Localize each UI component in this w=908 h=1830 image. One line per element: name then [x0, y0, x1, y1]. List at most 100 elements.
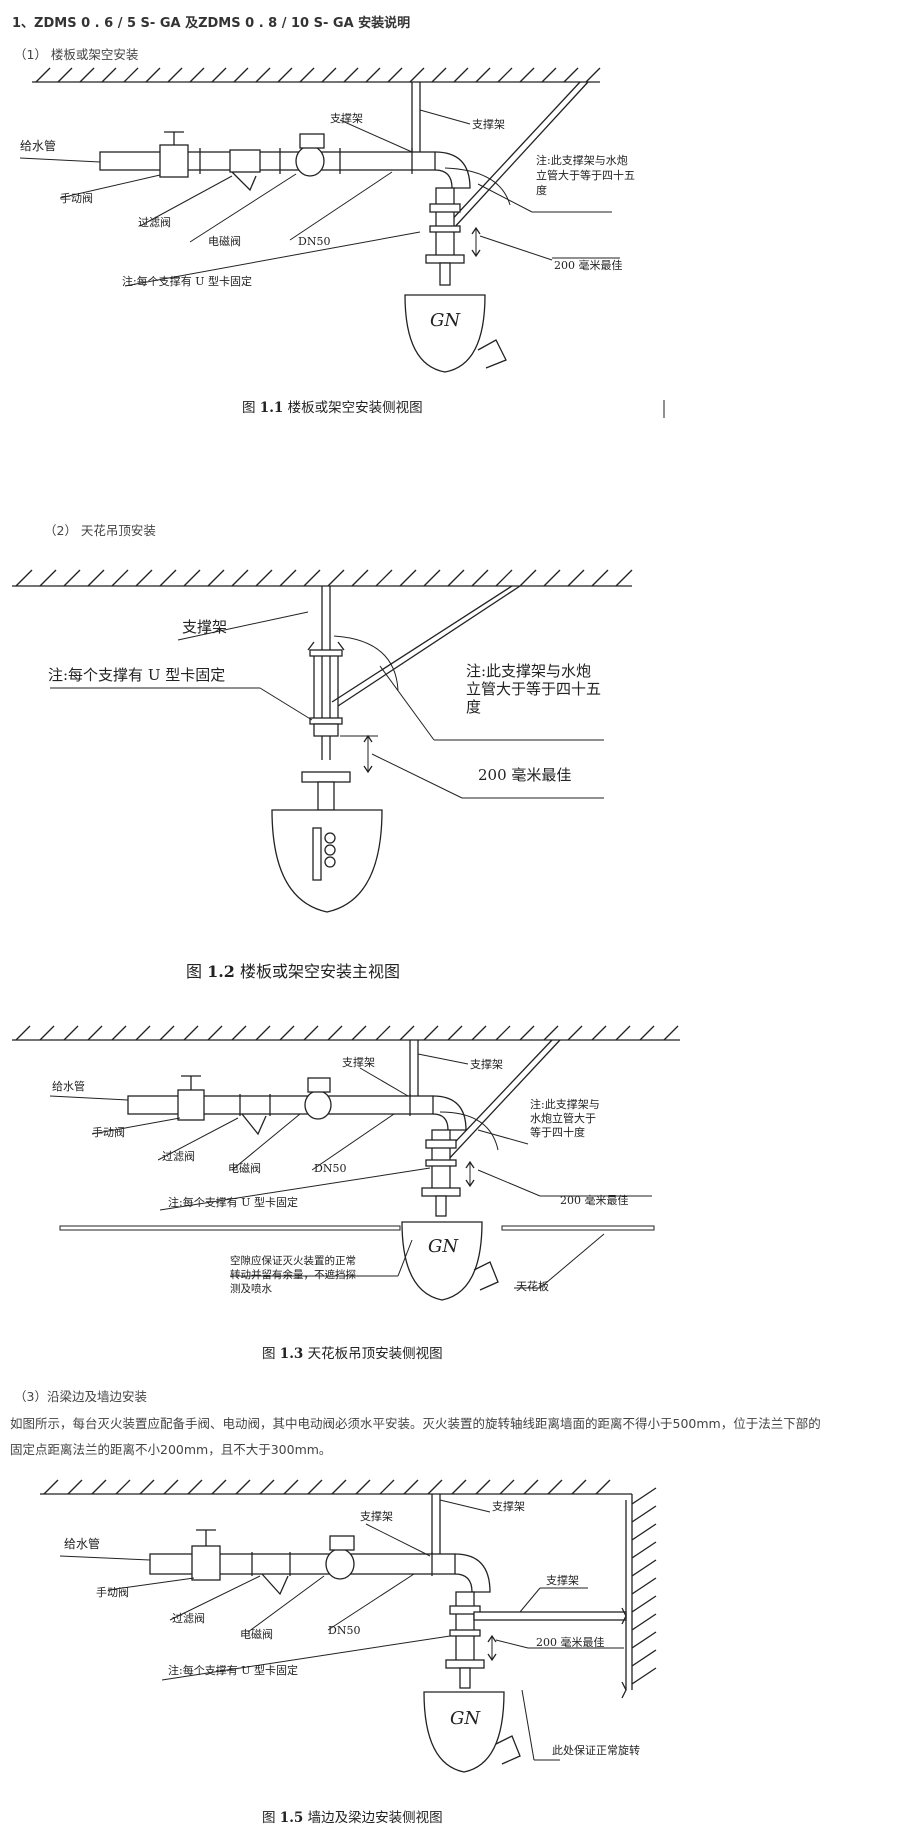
- hatch-line: [541, 67, 557, 83]
- hatch-line: [303, 569, 321, 587]
- note-u-bolt: 注:每个支撑有 U 型卡固定: [122, 274, 252, 288]
- hatch-line: [355, 1479, 371, 1495]
- label-water-pipe-3: 给水管: [52, 1079, 85, 1093]
- hatch-line: [189, 67, 205, 83]
- note-angle-3-line-3: 等于四十度: [530, 1125, 585, 1139]
- hatch-line: [375, 1025, 391, 1041]
- hatch-line: [57, 67, 73, 83]
- hatch-line: [495, 1025, 511, 1041]
- hatch-line: [475, 67, 491, 83]
- note-angle-3-line-2: 水炮立管大于: [530, 1111, 596, 1125]
- gn-label-5: GN: [450, 1708, 481, 1729]
- hatch-line: [259, 1479, 275, 1495]
- label-manual-valve-3: 手动阀: [92, 1125, 125, 1139]
- wall-hatch-line: [631, 1613, 657, 1631]
- note-angle-line-1: 注:此支撑架与水炮: [536, 153, 628, 167]
- hatch-line: [475, 1479, 491, 1495]
- hatch-line: [15, 1025, 31, 1041]
- hatch-line: [277, 67, 293, 83]
- hatch-line: [563, 67, 579, 83]
- hatch-line: [585, 67, 601, 83]
- figure-1-1: GN 给水管 手动阀 过滤阀 电磁阀 DN50 支撑架 支撑架 注:此支撑架与水…: [19, 67, 665, 418]
- hatch-line: [159, 569, 177, 587]
- hatch-line: [63, 569, 81, 587]
- label-filter-valve: 过滤阀: [138, 215, 171, 229]
- hatch-line: [327, 569, 345, 587]
- caption-fig-1-1: 图 1.1 楼板或架空安装侧视图: [242, 400, 423, 416]
- section-3-title: （3）沿梁边及墙边安装: [14, 1389, 147, 1404]
- hatch-line: [91, 1479, 107, 1495]
- caption-fig-1-2: 图 1.2 楼板或架空安装主视图: [186, 962, 401, 981]
- hatch-line: [523, 1479, 539, 1495]
- figure-1-5: GN 给水管 手动阀 过滤阀 电磁阀 DN50 支撑架 支撑架 支撑架 200 …: [40, 1479, 657, 1773]
- hatch-line: [615, 1025, 631, 1041]
- label-dn50-5: DN50: [328, 1624, 360, 1637]
- label-water-pipe: 给水管: [20, 138, 56, 153]
- label-support-5a: 支撑架: [360, 1509, 393, 1523]
- hatch-line: [447, 1025, 463, 1041]
- hatch-line: [409, 67, 425, 83]
- hatch-line: [615, 569, 633, 587]
- label-water-pipe-5: 给水管: [64, 1536, 100, 1551]
- hatch-line: [497, 67, 513, 83]
- hatch-line: [321, 67, 337, 83]
- wall-hatch-line: [631, 1631, 657, 1649]
- hatch-line: [255, 67, 271, 83]
- wall-hatch-line: [631, 1559, 657, 1577]
- label-support-1: 支撑架: [330, 111, 363, 125]
- label-200mm-3: 200 毫米最佳: [560, 1193, 629, 1207]
- wall-hatch-line: [631, 1505, 657, 1523]
- hatch-line: [255, 1025, 271, 1041]
- label-200mm-5: 200 毫米最佳: [536, 1635, 605, 1649]
- label-200mm-2: 200 毫米最佳: [478, 766, 571, 784]
- hatch-line: [453, 67, 469, 83]
- hatch-line: [303, 1025, 319, 1041]
- wall-hatch-line: [631, 1523, 657, 1541]
- note-angle-2-line-1: 注:此支撑架与水炮: [466, 662, 591, 680]
- hatch-line: [233, 67, 249, 83]
- hatch-line: [167, 67, 183, 83]
- note-u-bolt-5: 注:每个支撑有 U 型卡固定: [168, 1663, 298, 1677]
- hatch-line: [159, 1025, 175, 1041]
- hatch-line: [135, 1025, 151, 1041]
- note-angle-2-line-3: 度: [466, 698, 481, 716]
- hatch-line: [451, 1479, 467, 1495]
- label-200mm: 200 毫米最佳: [554, 258, 623, 272]
- label-support: 支撑架: [182, 618, 227, 636]
- hatch-line: [115, 1479, 131, 1495]
- hatch-line: [375, 569, 393, 587]
- ceiling-hatch: [32, 67, 601, 83]
- wall-hatch-line: [631, 1541, 657, 1559]
- hatch-line: [67, 1479, 83, 1495]
- hatch-line: [343, 67, 359, 83]
- hatch-line: [307, 1479, 323, 1495]
- hatch-line: [431, 67, 447, 83]
- hatch-line: [399, 569, 417, 587]
- label-solenoid-valve-3: 电磁阀: [228, 1161, 261, 1175]
- hatch-line: [379, 1479, 395, 1495]
- hatch-line: [399, 1025, 415, 1041]
- hatch-line: [351, 569, 369, 587]
- hatch-line: [183, 569, 201, 587]
- label-support-3a: 支撑架: [342, 1055, 375, 1069]
- hatch-line: [255, 569, 273, 587]
- hatch-line: [499, 1479, 515, 1495]
- wall-hatch-line: [631, 1649, 657, 1667]
- hatch-line: [235, 1479, 251, 1495]
- hatch-line: [639, 1025, 655, 1041]
- hatch-line: [595, 1479, 611, 1495]
- hatch-line: [111, 1025, 127, 1041]
- label-filter-valve-5: 过滤阀: [172, 1611, 205, 1625]
- hatch-line: [387, 67, 403, 83]
- hatch-line: [135, 569, 153, 587]
- hatch-line: [447, 569, 465, 587]
- note-angle-2-line-2: 立管大于等于四十五: [466, 680, 601, 698]
- hatch-line: [231, 1025, 247, 1041]
- hatch-line: [543, 1025, 559, 1041]
- hatch-line: [663, 1025, 679, 1041]
- label-filter-valve-3: 过滤阀: [162, 1149, 195, 1163]
- hatch-line: [427, 1479, 443, 1495]
- hatch-line: [591, 569, 609, 587]
- label-manual-valve: 手动阀: [60, 191, 93, 205]
- hatch-line: [39, 1025, 55, 1041]
